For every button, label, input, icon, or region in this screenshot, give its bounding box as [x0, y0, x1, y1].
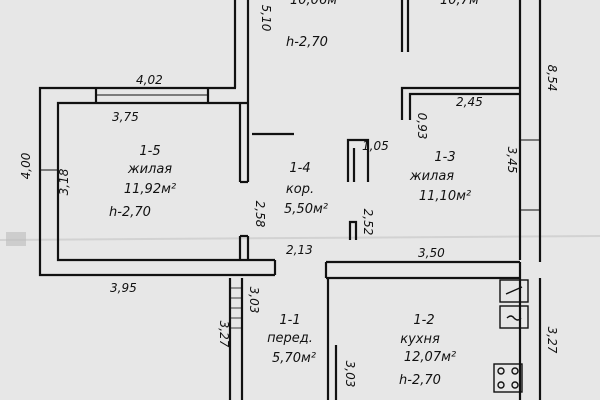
dim-318: 3,18 — [57, 168, 71, 195]
stove-icon — [493, 363, 523, 393]
dim-350: 3,50 — [418, 246, 445, 260]
dim-510: 5,10 — [259, 5, 273, 32]
dim-327-left: 3,27 — [217, 321, 231, 348]
dim-213: 2,13 — [286, 243, 313, 257]
dim-245: 2,45 — [456, 95, 483, 109]
dim-400: 4,00 — [19, 152, 33, 179]
dim-854: 8,54 — [545, 65, 559, 92]
dim-375: 3,75 — [112, 110, 139, 124]
dim-327-right: 3,27 — [545, 327, 559, 354]
ink-smudge — [6, 232, 26, 246]
room-1-5-area: 11,92м² — [124, 182, 176, 197]
room-1-1-area: 5,70м² — [272, 351, 316, 366]
room-1-2-area: 12,07м² — [404, 350, 456, 365]
room-1-3-name: жилая — [409, 169, 454, 184]
dim-252: 2,52 — [361, 209, 375, 236]
room-1-5-name: жилая — [127, 162, 172, 177]
dim-303-right: 3,03 — [343, 361, 357, 388]
dimensions: 5,10 4,02 3,75 4,00 3,18 8,54 2,45 0,93 … — [19, 5, 559, 388]
dim-402: 4,02 — [136, 73, 163, 87]
dim-303-left: 3,03 — [247, 287, 261, 314]
wall-hatching — [231, 287, 241, 329]
heater-icon — [499, 305, 529, 329]
dim-345: 3,45 — [505, 147, 519, 174]
top-labels: 10,06м² 10,7м² h-2,70 — [286, 0, 484, 50]
top-area-right: 10,7м² — [440, 0, 484, 8]
dim-395: 3,95 — [110, 281, 137, 295]
top-area-left: 10,06м² — [290, 0, 342, 8]
room-1-4-name: кор. — [286, 182, 314, 197]
room-1-1-id: 1-1 — [279, 313, 300, 328]
dim-093: 0,93 — [415, 113, 429, 140]
room-1-2-id: 1-2 — [413, 313, 434, 328]
room-1-4-area: 5,50м² — [284, 202, 328, 217]
room-1-3-area: 11,10м² — [419, 189, 471, 204]
kitchen-fixtures — [493, 279, 529, 393]
walls — [38, 0, 542, 400]
dim-258: 2,58 — [253, 201, 267, 228]
room-labels: 1-5 жилая 11,92м² h-2,70 1-4 кор. 5,50м²… — [109, 144, 471, 388]
paper-fold — [0, 235, 600, 241]
room-1-1-name: перед. — [267, 331, 313, 346]
sink-icon — [499, 279, 529, 303]
room-1-2-height: h-2,70 — [399, 373, 441, 388]
room-1-4-id: 1-4 — [289, 161, 310, 176]
room-1-3-id: 1-3 — [434, 150, 455, 165]
room-1-5-height: h-2,70 — [109, 205, 151, 220]
dim-105: 1,05 — [362, 139, 389, 153]
top-height: h-2,70 — [286, 35, 328, 50]
room-1-5-id: 1-5 — [139, 144, 160, 159]
room-1-2-name: кухня — [400, 332, 440, 347]
